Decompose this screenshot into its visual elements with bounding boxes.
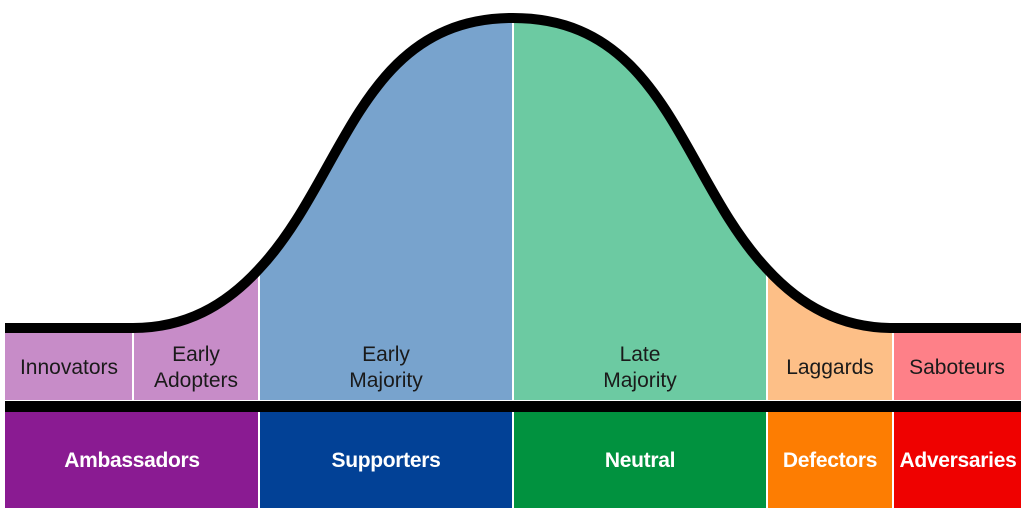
group-defectors <box>767 412 893 508</box>
label-saboteurs: Saboteurs <box>909 356 1005 379</box>
group-bars <box>5 412 1021 508</box>
group-labels: Ambassadors Supporters Neutral Defectors… <box>64 449 1017 472</box>
group-supporters <box>259 412 513 508</box>
segment-labels: Innovators Early Adopters Early Majority… <box>20 343 1005 392</box>
group-adversaries <box>893 412 1021 508</box>
label-late-majority-line2: Majority <box>603 369 677 392</box>
region-late-majority <box>513 20 767 400</box>
upper-dividers <box>132 22 894 400</box>
label-laggards: Laggards <box>786 356 874 379</box>
group-ambassadors <box>5 412 259 508</box>
label-ambassadors: Ambassadors <box>64 449 200 472</box>
label-early-majority-line1: Early <box>362 343 410 366</box>
label-defectors: Defectors <box>783 449 877 472</box>
lower-dividers <box>258 412 894 508</box>
label-supporters: Supporters <box>331 449 440 472</box>
separator-bar <box>5 401 1021 412</box>
label-early-majority-line2: Majority <box>349 369 423 392</box>
curve-regions <box>5 20 1021 400</box>
label-neutral: Neutral <box>605 449 675 472</box>
group-neutral <box>513 412 767 508</box>
label-early-adopters-line1: Early <box>172 343 220 366</box>
bell-curve-outline <box>5 13 1021 333</box>
label-early-adopters-line2: Adopters <box>154 369 238 392</box>
region-early-majority <box>259 20 513 400</box>
region-saboteurs <box>893 330 1021 400</box>
label-adversaries: Adversaries <box>900 449 1017 472</box>
region-innovators <box>5 330 133 400</box>
label-innovators: Innovators <box>20 356 118 379</box>
label-late-majority-line1: Late <box>620 343 661 366</box>
